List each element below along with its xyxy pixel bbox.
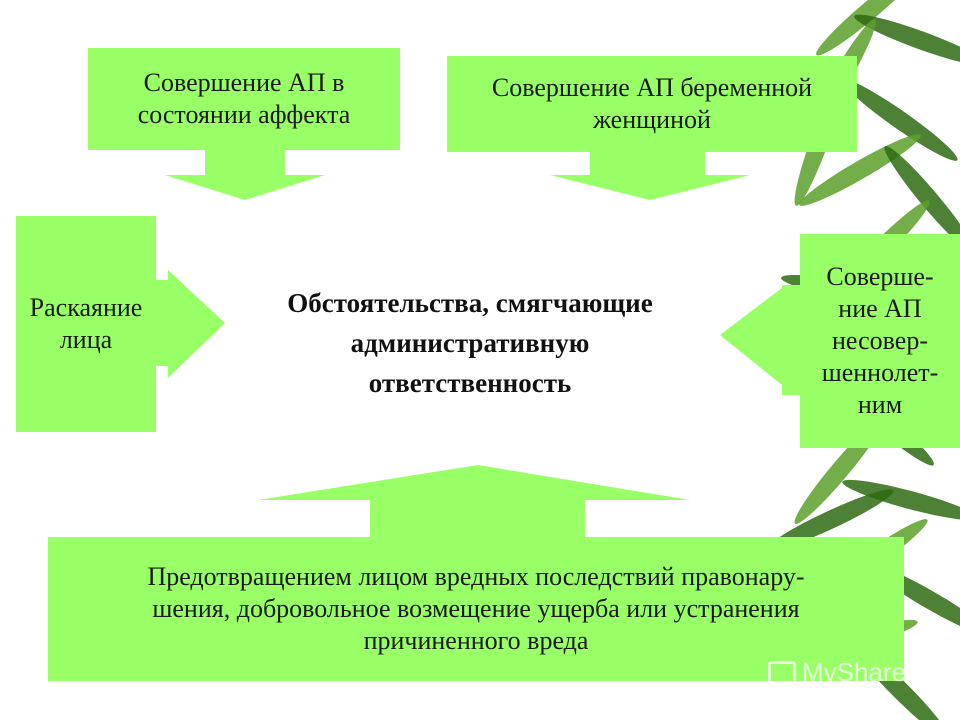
arrow-down-top-left bbox=[165, 148, 325, 200]
myshared-logo-icon bbox=[768, 661, 796, 685]
box-affect: Совершение АП в состоянии аффекта bbox=[88, 48, 400, 150]
central-concept: Обстоятельства, смягчающие административ… bbox=[215, 283, 725, 403]
box-repentance-text: Раскаяние лица bbox=[30, 292, 143, 356]
arrow-down-top-right bbox=[550, 150, 750, 200]
box-minor-text: Соверше- ние АП несовер- шеннолет- ним bbox=[822, 261, 939, 421]
box-pregnant: Совершение АП беременной женщиной bbox=[447, 56, 857, 152]
box-prevention-text: Предотвращением лицом вредных последстви… bbox=[147, 561, 804, 657]
watermark-text: MyShared bbox=[802, 657, 921, 688]
box-minor: Соверше- ние АП несовер- шеннолет- ним bbox=[800, 234, 960, 448]
box-repentance: Раскаяние лица bbox=[16, 216, 156, 432]
box-affect-text: Совершение АП в состоянии аффекта bbox=[138, 67, 351, 131]
watermark: MyShared bbox=[768, 657, 921, 688]
arrow-up-bottom bbox=[258, 465, 690, 540]
box-pregnant-text: Совершение АП беременной женщиной bbox=[492, 72, 812, 136]
arrow-right-left bbox=[150, 270, 225, 378]
arrow-left-right bbox=[720, 285, 805, 395]
